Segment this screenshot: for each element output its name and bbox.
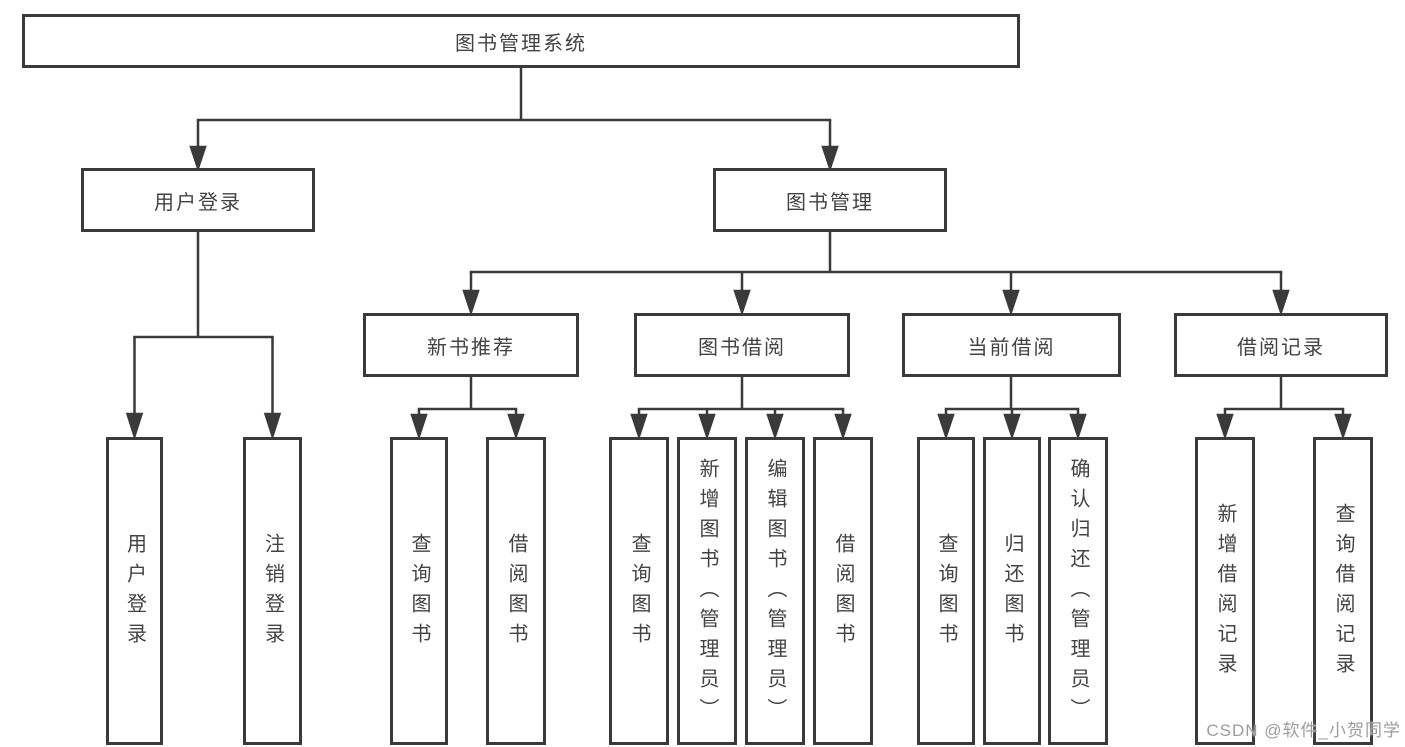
edge-book-borrow-to-leaves	[630, 377, 852, 440]
csdn-watermark: CSDN @软件_小贺同学	[1206, 721, 1401, 740]
edge-current-borrow-to-leaves	[937, 377, 1087, 440]
edge-new-books-to-leaves	[410, 377, 525, 440]
leaf-borrow-edit-books-admin: 编辑图书（管理员）	[745, 437, 805, 745]
node-user-login: 用户登录	[81, 168, 315, 232]
edge-book-management-to-level3	[462, 232, 1290, 316]
leaf-newbooks-query-books: 查询图书	[390, 437, 448, 745]
node-new-book-recommend: 新书推荐	[363, 313, 579, 377]
edge-root-to-level2	[189, 68, 839, 172]
leaf-newbooks-borrow-books: 借阅图书	[486, 437, 546, 745]
leaf-borrow-borrow-books: 借阅图书	[813, 437, 873, 745]
node-current-borrow: 当前借阅	[902, 313, 1121, 377]
leaf-current-confirm-return-admin: 确认归还（管理员）	[1048, 437, 1108, 745]
leaf-current-query-books: 查询图书	[917, 437, 975, 745]
leaf-records-query-record: 查询借阅记录	[1313, 437, 1373, 745]
leaf-user-login: 用户登录	[106, 437, 163, 745]
edge-user-login-to-leaves	[125, 232, 282, 441]
leaf-records-add-record: 新增借阅记录	[1195, 437, 1255, 745]
node-root-system: 图书管理系统	[22, 14, 1020, 68]
node-book-borrow: 图书借阅	[634, 313, 850, 377]
node-borrow-records: 借阅记录	[1174, 313, 1388, 377]
edge-borrow-records-to-leaves	[1216, 377, 1352, 440]
leaf-current-return-books: 归还图书	[983, 437, 1041, 745]
leaf-borrow-add-books-admin: 新增图书（管理员）	[677, 437, 737, 745]
node-book-management: 图书管理	[713, 168, 947, 232]
leaf-logout: 注销登录	[243, 437, 302, 745]
leaf-borrow-query-books: 查询图书	[609, 437, 669, 745]
